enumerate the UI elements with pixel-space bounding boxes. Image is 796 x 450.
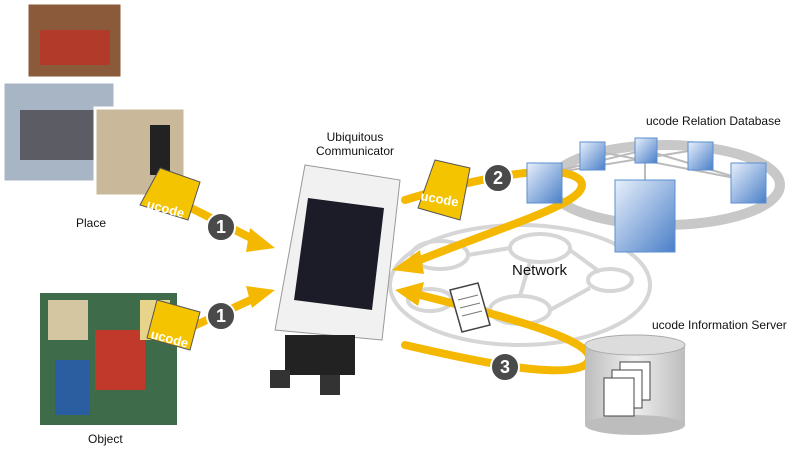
info-server-label: ucode Information Server <box>652 318 787 332</box>
ubiquitous-communicator-device <box>270 164 401 395</box>
step-1-place: 1 <box>216 217 226 237</box>
document-icon <box>449 282 491 333</box>
object-label: Object <box>88 432 123 446</box>
step-1-object: 1 <box>216 306 226 326</box>
communicator-label-line2: Communicator <box>315 144 395 158</box>
step-2-relation: 2 <box>493 168 503 188</box>
step-badges <box>206 163 520 382</box>
step-3-info: 3 <box>500 357 510 377</box>
communicator-label-line1: Ubiquitous <box>326 130 384 144</box>
ucode-tag-object <box>146 299 201 351</box>
arrow-heads <box>246 228 424 308</box>
ucode-tag-communicator <box>417 159 471 221</box>
place-label: Place <box>76 216 107 230</box>
ucode-tag-communicator-text: ucode <box>419 188 459 209</box>
place-photos <box>1 1 187 198</box>
db-servers <box>526 137 767 253</box>
ucode-tag-place <box>139 167 201 221</box>
info-server <box>584 334 686 435</box>
relation-db-label: ucode Relation Database <box>646 114 781 128</box>
network-label: Network <box>512 262 568 279</box>
communicator-label: Ubiquitous Communicator <box>310 130 400 158</box>
network-cloud <box>388 223 652 347</box>
